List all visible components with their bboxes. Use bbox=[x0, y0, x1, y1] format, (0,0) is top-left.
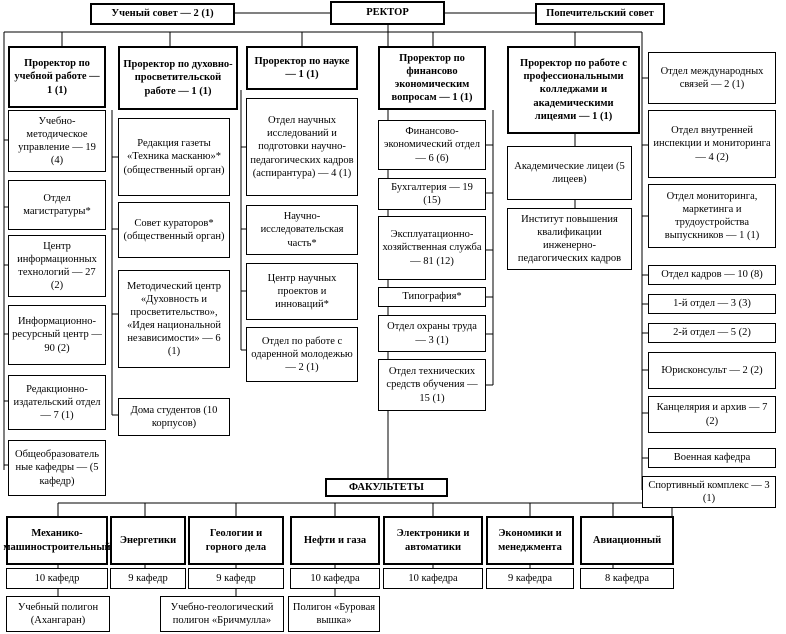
science-unit-box: Научно-исследовательская часть* bbox=[246, 205, 358, 255]
prorector-science-box: Проректор по науке — 1 (1) bbox=[246, 46, 358, 90]
right-unit-box: Юрисконсульт — 2 (2) bbox=[648, 352, 776, 389]
academic-council-box: Ученый совет — 2 (1) bbox=[90, 3, 235, 25]
right-unit-box: 1-й отдел — 3 (3) bbox=[648, 294, 776, 314]
prorector-spiritual-box: Проректор по духовно-просветительской ра… bbox=[118, 46, 238, 110]
finance-unit-box: Отдел охраны труда — 3 (1) bbox=[378, 315, 486, 352]
spiritual-unit-box: Совет кураторов* (общественный орган) bbox=[118, 202, 230, 258]
faculty-depts-box: 10 кафедра bbox=[290, 568, 380, 589]
rector-box: РЕКТОР bbox=[330, 1, 445, 25]
finance-unit-box: Эксплуатационно-хозяйственная служба — 8… bbox=[378, 216, 486, 280]
finance-unit-box: Бухгалтерия — 19 (15) bbox=[378, 178, 486, 210]
faculty-depts-box: 8 кафедра bbox=[580, 568, 674, 589]
right-unit-box: Канцелярия и архив — 7 (2) bbox=[648, 396, 776, 433]
right-unit-box: Спортивный комплекс — 3 (1) bbox=[642, 476, 776, 508]
prorector-finance-box: Проректор по финансово экономическим воп… bbox=[378, 46, 486, 110]
right-unit-box: 2-й отдел — 5 (2) bbox=[648, 323, 776, 343]
board-of-trustees-box: Попечительский совет bbox=[535, 3, 665, 25]
right-unit-box: Отдел кадров — 10 (8) bbox=[648, 265, 776, 285]
study-unit-box: Редакционно-издательский отдел — 7 (1) bbox=[8, 375, 106, 430]
right-unit-box: Военная кафедра bbox=[648, 448, 776, 468]
faculty-box: Экономики и менеджмента bbox=[486, 516, 574, 565]
study-unit-box: Центр информационных технологий — 27 (2) bbox=[8, 235, 106, 297]
study-unit-box: Отдел магистратуры* bbox=[8, 180, 106, 230]
faculty-depts-box: 10 кафедр bbox=[6, 568, 108, 589]
faculty-polygon-box: Учебный полигон (Ахангаран) bbox=[6, 596, 110, 632]
college-unit-box: Академические лицеи (5 лицеев) bbox=[507, 146, 632, 200]
faculty-box: Нефти и газа bbox=[290, 516, 380, 565]
faculty-depts-box: 10 кафедра bbox=[383, 568, 483, 589]
finance-unit-box: Отдел технических средств обучения — 15 … bbox=[378, 359, 486, 411]
right-unit-box: Отдел внутренней инспекции и мониторинга… bbox=[648, 110, 776, 178]
faculty-polygon-box: Полигон «Буровая вышка» bbox=[288, 596, 380, 632]
right-unit-box: Отдел мониторинга, маркетинга и трудоуст… bbox=[648, 184, 776, 248]
prorector-colleges-box: Проректор по работе с профессиональными … bbox=[507, 46, 640, 134]
faculty-box: Механико-машиностроительный bbox=[3, 516, 111, 565]
science-unit-box: Центр научных проектов и инноваций* bbox=[246, 263, 358, 320]
faculty-depts-box: 9 кафедра bbox=[486, 568, 574, 589]
faculty-box: Авиационный bbox=[580, 516, 674, 565]
study-unit-box: Общеобразователь ные кафедры — (5 кафедр… bbox=[8, 440, 106, 496]
faculty-box: Электроники и автоматики bbox=[383, 516, 483, 565]
study-unit-box: Учебно-методическое управление — 19 (4) bbox=[8, 110, 106, 172]
faculties-title-box: ФАКУЛЬТЕТЫ bbox=[325, 478, 448, 497]
faculty-depts-box: 9 кафедр bbox=[188, 568, 284, 589]
science-unit-box: Отдел научных исследований и подготовки … bbox=[246, 98, 358, 196]
science-unit-box: Отдел по работе с одаренной молодежью — … bbox=[246, 327, 358, 382]
finance-unit-box: Типография* bbox=[378, 287, 486, 307]
spiritual-unit-box: Дома студентов (10 корпусов) bbox=[118, 398, 230, 436]
spiritual-unit-box: Методический центр «Духовность и просвет… bbox=[118, 270, 230, 368]
spiritual-unit-box: Редакция газеты «Техника масканю»* (обще… bbox=[118, 118, 230, 196]
study-unit-box: Информационно-ресурсный центр — 90 (2) bbox=[8, 305, 106, 365]
faculty-depts-box: 9 кафедр bbox=[110, 568, 186, 589]
college-unit-box: Институт повышения квалификации инженерн… bbox=[507, 208, 632, 270]
faculty-polygon-box: Учебно-геологический полигон «Бричмулла» bbox=[160, 596, 284, 632]
finance-unit-box: Финансово-экономический отдел — 6 (6) bbox=[378, 120, 486, 170]
right-unit-box: Отдел международных связей — 2 (1) bbox=[648, 52, 776, 104]
faculty-box: Энергетики bbox=[110, 516, 186, 565]
faculty-box: Геологии и горного дела bbox=[188, 516, 284, 565]
prorector-study-box: Проректор по учебной работе — 1 (1) bbox=[8, 46, 106, 108]
